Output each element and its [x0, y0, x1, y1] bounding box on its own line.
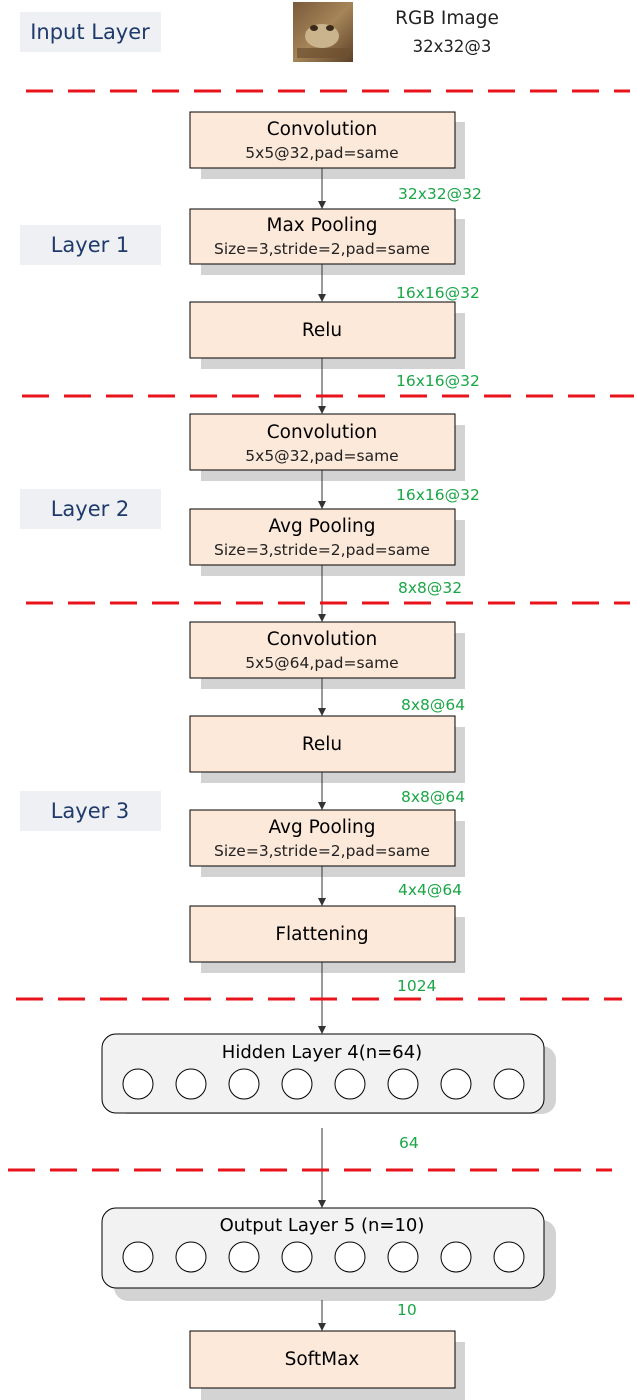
softmax-block: SoftMax — [189, 1330, 465, 1400]
neuron — [387, 1068, 419, 1100]
neuron — [387, 1241, 419, 1273]
relu3-title: Relu — [302, 734, 342, 755]
dimension-label: 16x16@32 — [396, 372, 480, 390]
dimension-label: 4x4@64 — [398, 881, 462, 899]
neuron — [334, 1241, 366, 1273]
maxpool1-title: Max Pooling — [266, 215, 377, 236]
flatten-title: Flattening — [275, 924, 368, 945]
neuron — [122, 1241, 154, 1273]
dimension-label: 8x8@64 — [401, 696, 465, 714]
avgpool3-block: Avg Pooling Size=3,stride=2,pad=same — [189, 809, 465, 877]
conv1-params: 5x5@32,pad=same — [245, 144, 398, 162]
hidden-layer-title: Hidden Layer 4(n=64) — [222, 1042, 422, 1063]
neuron — [122, 1068, 154, 1100]
neuron — [440, 1241, 472, 1273]
svg-text:Layer 3: Layer 3 — [51, 799, 130, 823]
image-shape: 32x32@3 — [413, 37, 492, 56]
output-layer-title: Output Layer 5 (n=10) — [220, 1215, 425, 1236]
conv1-block: Convolution 5x5@32,pad=same — [189, 111, 465, 179]
conv2-params: 5x5@32,pad=same — [245, 447, 398, 465]
neuron — [175, 1068, 207, 1100]
input-layer-label: Input Layer — [20, 12, 161, 52]
relu1-block: Relu — [189, 301, 465, 369]
neuron — [493, 1068, 525, 1100]
output-layer-5: Output Layer 5 (n=10) — [101, 1207, 556, 1301]
conv3-title: Convolution — [267, 629, 378, 650]
dimension-label: 1024 — [397, 977, 436, 995]
conv2-block: Convolution 5x5@32,pad=same — [189, 413, 465, 481]
neuron — [228, 1068, 260, 1100]
layer-2-label: Layer 2 — [20, 489, 161, 529]
rgb-image-thumbnail — [293, 2, 353, 62]
conv3-params: 5x5@64,pad=same — [245, 654, 398, 672]
conv2-title: Convolution — [267, 422, 378, 443]
relu3-block: Relu — [189, 715, 465, 783]
image-title: RGB Image — [395, 8, 499, 29]
avgpool2-block: Avg Pooling Size=3,stride=2,pad=same — [189, 508, 465, 576]
neuron — [334, 1068, 366, 1100]
neuron — [440, 1068, 472, 1100]
avgpool2-title: Avg Pooling — [268, 516, 375, 537]
avgpool3-title: Avg Pooling — [268, 817, 375, 838]
maxpool1-block: Max Pooling Size=3,stride=2,pad=same — [189, 208, 465, 275]
neuron — [281, 1068, 313, 1100]
neurons-row — [122, 1068, 525, 1100]
dimension-label: 16x16@32 — [396, 486, 480, 504]
neuron — [493, 1241, 525, 1273]
relu1-title: Relu — [302, 320, 342, 341]
neuron — [228, 1241, 260, 1273]
dimension-label: 10 — [397, 1301, 417, 1319]
svg-text:Layer 2: Layer 2 — [51, 497, 130, 521]
svg-text:Input Layer: Input Layer — [30, 20, 150, 44]
svg-text:Layer 1: Layer 1 — [51, 233, 130, 257]
conv1-title: Convolution — [267, 119, 378, 140]
hidden-layer-4: Hidden Layer 4(n=64) — [101, 1033, 556, 1114]
dimension-label: 64 — [399, 1134, 419, 1152]
layer-1-label: Layer 1 — [20, 225, 161, 265]
avgpool2-params: Size=3,stride=2,pad=same — [214, 541, 430, 559]
dimension-label: 16x16@32 — [396, 284, 480, 302]
dimension-label: 32x32@32 — [398, 185, 482, 203]
softmax-title: SoftMax — [285, 1349, 360, 1370]
layer-3-label: Layer 3 — [20, 791, 161, 831]
neuron — [281, 1241, 313, 1273]
dimension-label: 8x8@64 — [401, 788, 465, 806]
flatten-block: Flattening — [189, 905, 465, 973]
avgpool3-params: Size=3,stride=2,pad=same — [214, 842, 430, 860]
dimension-label: 8x8@32 — [398, 579, 462, 597]
conv3-block: Convolution 5x5@64,pad=same — [189, 621, 465, 689]
neurons-row — [122, 1241, 525, 1273]
neuron — [175, 1241, 207, 1273]
maxpool1-params: Size=3,stride=2,pad=same — [214, 240, 430, 258]
